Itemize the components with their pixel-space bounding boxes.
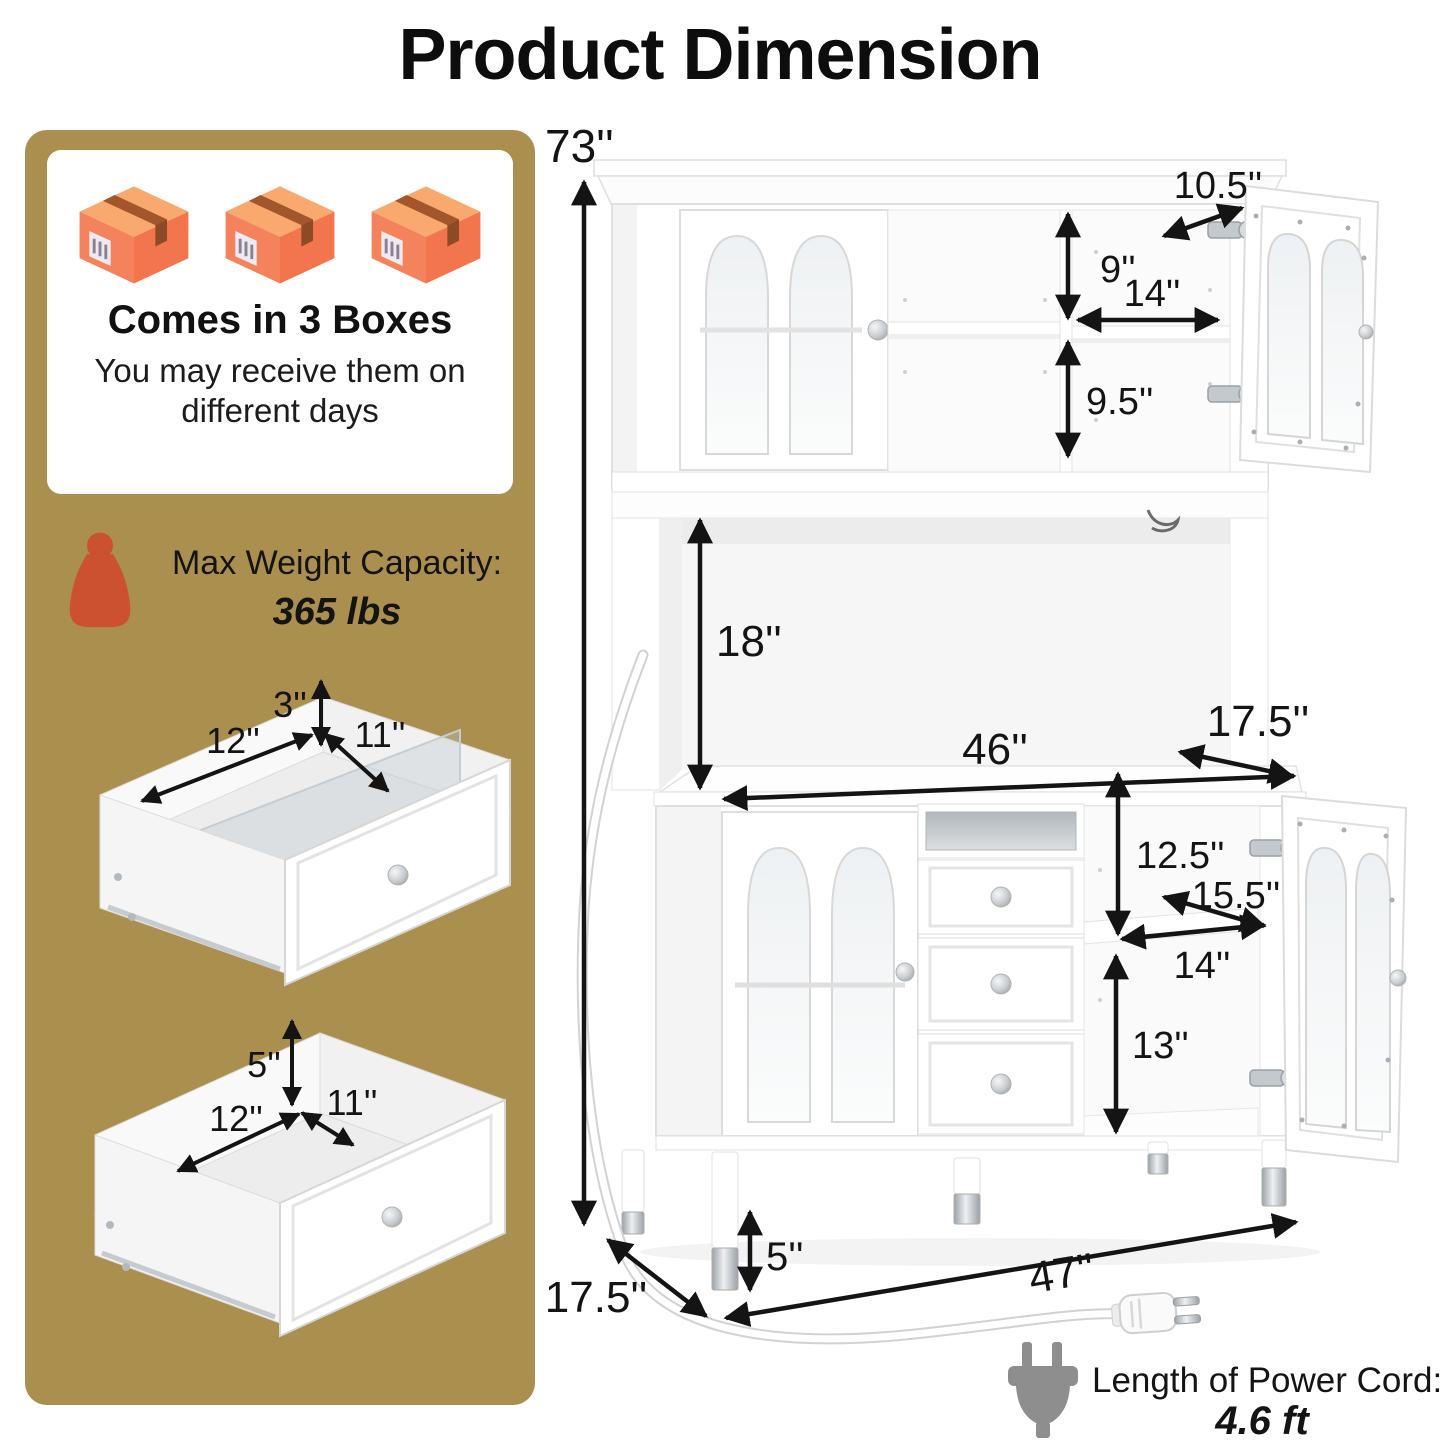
svg-text:47'': 47'' — [1025, 1244, 1098, 1303]
svg-text:5'': 5'' — [247, 1044, 281, 1085]
svg-text:17.5'': 17.5'' — [1207, 697, 1309, 746]
max-weight-row: Max Weight Capacity: 365 lbs — [55, 530, 515, 634]
boxes-title: Comes in 3 Boxes — [107, 298, 453, 342]
door-knob — [867, 319, 889, 341]
dim-total-height: 73'' — [545, 120, 614, 1227]
dimension-annotations: 73'' 10.5'' 9'' 14'' 9.5'' 18'' 46'' 17 — [545, 120, 1309, 1327]
cabinet-legs — [621, 1139, 1287, 1291]
led-cable — [1146, 509, 1181, 533]
power-plug — [1111, 1291, 1202, 1335]
dim-base-width: 47'' — [723, 1213, 1299, 1327]
svg-text:10.5'': 10.5'' — [1174, 165, 1262, 207]
base-open-door — [1249, 794, 1408, 1164]
svg-text:17.5'': 17.5'' — [545, 1273, 647, 1322]
svg-text:14'': 14'' — [1174, 945, 1231, 987]
door-knob — [895, 962, 915, 982]
dim-counter-depth: 17.5'' — [1177, 697, 1309, 784]
drawer-knob — [387, 864, 409, 886]
weight-icon — [69, 532, 131, 628]
hutch-open-recess — [611, 509, 1269, 791]
weight-label: Max Weight Capacity: — [171, 544, 503, 582]
comes-in-boxes-card: Comes in 3 Boxes You may receive them on… — [47, 150, 513, 494]
hutch-middle-cubby — [887, 209, 1061, 473]
info-sidebar: Comes in 3 Boxes You may receive them on… — [25, 130, 535, 1405]
crown-molding — [593, 159, 1287, 207]
power-cord-value: 4.6 ft — [1214, 1399, 1310, 1440]
svg-text:15.5'': 15.5'' — [1192, 875, 1280, 917]
page-title: Product Dimension — [398, 15, 1042, 95]
svg-text:9.5'': 9.5'' — [1086, 381, 1153, 423]
svg-text:11'': 11'' — [326, 1082, 377, 1123]
drawer-knob — [381, 1206, 403, 1228]
svg-text:12'': 12'' — [209, 1098, 263, 1139]
dim-opening-height: 18'' — [687, 517, 782, 791]
dim-bottom-cubby-height: 13'' — [1103, 953, 1189, 1135]
drawer-figure-top: 3'' 12'' 11'' — [98, 679, 512, 987]
power-cord-note: Length of Power Cord: 4.6 ft — [1008, 1342, 1440, 1440]
dim-right-cubby-height: 12.5'' — [1105, 771, 1224, 937]
svg-text:9'': 9'' — [1100, 249, 1136, 291]
dim-right-cubby-width: 14'' — [1119, 914, 1267, 987]
drawer-top-dims: 3'' 12'' 11'' — [140, 679, 406, 804]
svg-text:73'': 73'' — [545, 120, 614, 172]
hutch-open-door — [1207, 184, 1380, 474]
floor-shadow — [640, 1238, 1320, 1266]
svg-text:18'': 18'' — [716, 617, 782, 666]
dim-base-depth: 17.5'' — [545, 1238, 709, 1322]
dim-upper-cubby-height: 9'' — [1055, 211, 1136, 321]
svg-text:13'': 13'' — [1132, 1025, 1189, 1067]
boxes-note: You may receive them on different days — [94, 352, 466, 429]
svg-text:11'': 11'' — [354, 714, 405, 755]
svg-text:46'': 46'' — [962, 725, 1028, 774]
drawer-stack — [917, 859, 1085, 1135]
open-slot — [917, 803, 1085, 859]
dim-lower-cubby-height: 9.5'' — [1055, 339, 1153, 459]
power-cord-label: Length of Power Cord: — [1092, 1361, 1440, 1400]
drawer-bottom-dims: 5'' 12'' 11'' — [176, 1019, 378, 1173]
plug-icon — [1008, 1342, 1078, 1438]
svg-text:5'': 5'' — [766, 1235, 804, 1279]
hutch-left-glass-door — [679, 209, 889, 471]
drawer-figure-bottom: 5'' 12'' 11'' — [93, 1019, 507, 1338]
hutch-right-cubby — [1071, 209, 1231, 473]
base-left-glass-door — [721, 811, 919, 1137]
svg-text:3'': 3'' — [273, 684, 307, 725]
dim-top-depth: 10.5'' — [1161, 165, 1262, 241]
svg-text:12'': 12'' — [206, 720, 260, 761]
svg-text:14'': 14'' — [1124, 273, 1181, 315]
dim-upper-cubby-width: 14'' — [1075, 273, 1221, 333]
weight-value: 365 lbs — [272, 591, 402, 633]
svg-text:12.5'': 12.5'' — [1136, 835, 1224, 877]
